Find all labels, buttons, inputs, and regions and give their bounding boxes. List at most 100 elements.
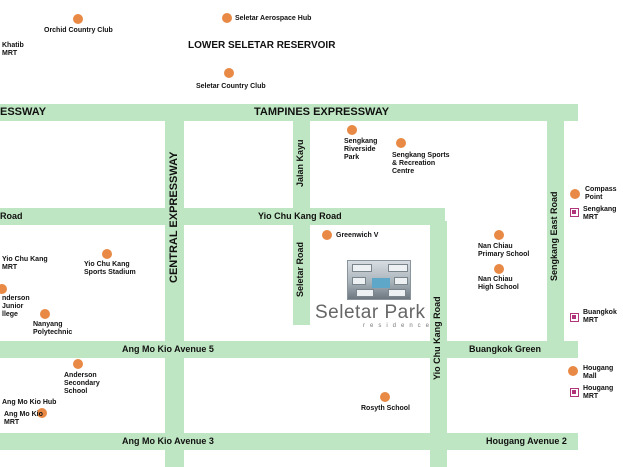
- road-label-hougang-2: Hougang Avenue 2: [486, 436, 567, 446]
- poi-label-nan-chiau-high-line2: High School: [478, 284, 519, 291]
- poi-label-hougang-mrt-line2: MRT: [583, 393, 599, 400]
- poi-label-anderson-jc-line1: nderson: [2, 295, 30, 302]
- poi-label-riverside: Sengkang Riverside Park: [344, 138, 377, 162]
- road-label-yck-left: Road: [0, 211, 23, 221]
- poi-label-anderson-sec-line3: School: [64, 388, 88, 395]
- poi-label-riverside-line2: Riverside: [344, 146, 376, 153]
- poi-label-hougang-mall-line1: Hougang: [583, 365, 614, 372]
- poi-label-hougang-mall: Hougang Mall: [583, 365, 613, 381]
- poi-label-compass-line2: Point: [585, 194, 603, 201]
- road-label-tpe-left: ESSWAY: [0, 106, 47, 118]
- poi-marker-rosyth: [380, 392, 390, 402]
- road-label-cte: CENTRAL EXPRESSWAY: [168, 151, 180, 283]
- poi-label-hougang-mrt: Hougang MRT: [583, 385, 613, 401]
- poi-label-seletar-cc: Seletar Country Club: [196, 83, 266, 90]
- poi-label-amk-hub: Ang Mo Kio Hub: [2, 399, 57, 406]
- poi-label-anderson-sec-line1: Anderson: [64, 372, 97, 379]
- poi-label-rosyth: Rosyth School: [361, 405, 411, 412]
- poi-label-yck-stadium-line1: Yio Chu Kang: [84, 261, 130, 268]
- poi-label-khatib: Khatib MRT: [2, 42, 24, 58]
- poi-label-anderson-jc-line3: llege: [2, 311, 18, 318]
- road-label-amk-3: Ang Mo Kio Avenue 3: [122, 436, 214, 446]
- yio-chu-kang-road-vertical: [430, 221, 447, 467]
- poi-marker-nan-chiau-high: [494, 264, 504, 274]
- poi-marker-anderson-jc: [0, 284, 7, 294]
- poi-label-sports-line1: Sengkang Sports: [392, 152, 450, 159]
- poi-label-sports-line2: & Recreation: [392, 160, 436, 167]
- poi-label-buangkok-mrt-line2: MRT: [583, 317, 599, 324]
- yio-chu-kang-road: [0, 208, 445, 225]
- mrt-icon-sengkang: [570, 208, 579, 217]
- mrt-icon-hougang: [570, 388, 579, 397]
- poi-label-sports-line3: Centre: [392, 168, 415, 175]
- project-subtitle: residence: [363, 323, 435, 329]
- road-label-yck: Yio Chu Kang Road: [258, 211, 342, 221]
- poi-label-yck-mrt-line1: Yio Chu Kang: [2, 256, 48, 263]
- poi-marker-compass: [570, 189, 580, 199]
- poi-label-nan-chiau-primary: Nan Chiau Primary School: [478, 243, 529, 259]
- poi-marker-seletar-cc: [224, 68, 234, 78]
- project-name: Seletar Park: [315, 302, 426, 323]
- road-label-jalan-kayu: Jalan Kayu: [295, 139, 305, 187]
- poi-label-anderson-sec-line2: Secondary: [64, 380, 100, 387]
- poi-label-compass-line1: Compass: [585, 186, 617, 193]
- road-label-tpe: TAMPINES EXPRESSWAY: [254, 106, 390, 118]
- poi-label-anderson-jc-line2: Junior: [2, 303, 24, 310]
- road-label-sengkang-east: Sengkang East Road: [549, 191, 559, 281]
- poi-label-yck-mrt: Yio Chu Kang MRT: [2, 256, 48, 272]
- poi-label-riverside-line1: Sengkang: [344, 138, 378, 145]
- poi-label-hougang-mrt-line1: Hougang: [583, 385, 614, 392]
- poi-label-compass: Compass Point: [585, 186, 617, 202]
- poi-label-buangkok-mrt-line1: Buangkok: [583, 309, 617, 316]
- poi-label-nanyang-line2: Polytechnic: [33, 329, 73, 336]
- poi-label-greenwich: Greenwich V: [336, 232, 379, 239]
- poi-marker-aerospace: [222, 13, 232, 23]
- poi-label-sports: Sengkang Sports & Recreation Centre: [392, 152, 450, 176]
- poi-label-nanyang: Nanyang Polytechnic: [33, 321, 72, 337]
- poi-label-orchid: Orchid Country Club: [44, 27, 113, 34]
- poi-label-nan-chiau-high: Nan Chiau High School: [478, 276, 519, 292]
- poi-label-amk-mrt-line2: MRT: [4, 419, 20, 426]
- poi-marker-yck-stadium: [102, 249, 112, 259]
- poi-label-nan-chiau-high-line1: Nan Chiau: [478, 276, 513, 283]
- poi-marker-nanyang: [40, 309, 50, 319]
- seletar-road: [293, 221, 310, 325]
- poi-label-buangkok-mrt: Buangkok MRT: [583, 309, 617, 325]
- central-expressway: [165, 104, 184, 467]
- poi-label-nan-chiau-primary-line2: Primary School: [478, 251, 530, 258]
- poi-label-amk-mrt: Ang Mo Kio MRT: [4, 411, 43, 427]
- poi-label-nanyang-line1: Nanyang: [33, 321, 63, 328]
- poi-label-khatib-line2: MRT: [2, 50, 18, 57]
- poi-label-riverside-line3: Park: [344, 154, 360, 161]
- poi-marker-hougang-mall: [568, 366, 578, 376]
- poi-label-sengkang-mrt-line1: Sengkang: [583, 206, 617, 213]
- poi-label-yck-stadium-line2: Sports Stadium: [84, 269, 136, 276]
- poi-label-amk-mrt-line1: Ang Mo Kio: [4, 411, 43, 418]
- poi-marker-riverside: [347, 125, 357, 135]
- jalan-kayu-road: [293, 104, 310, 221]
- project-site-image: [347, 260, 411, 300]
- poi-label-aerospace: Seletar Aerospace Hub: [235, 15, 312, 22]
- road-label-buangkok-green: Buangkok Green: [469, 344, 542, 354]
- road-label-seletar-road: Seletar Road: [295, 241, 305, 297]
- poi-marker-sports: [396, 138, 406, 148]
- poi-marker-anderson-sec: [73, 359, 83, 369]
- poi-label-yck-mrt-line2: MRT: [2, 264, 18, 271]
- poi-label-sengkang-mrt: Sengkang MRT: [583, 206, 616, 222]
- poi-label-anderson-jc: nderson Junior llege: [2, 295, 30, 319]
- project-marker: Seletar Park residence: [311, 260, 431, 329]
- sengkang-east-road: [547, 104, 564, 358]
- reservoir-label: LOWER SELETAR RESERVOIR: [188, 40, 336, 51]
- road-label-yck-vertical: Yio Chu Kang Road: [432, 296, 442, 380]
- mrt-icon-buangkok: [570, 313, 579, 322]
- poi-label-khatib-line1: Khatib: [2, 42, 24, 49]
- poi-label-yck-stadium: Yio Chu Kang Sports Stadium: [84, 261, 136, 277]
- tampines-expressway: [0, 104, 578, 121]
- poi-marker-amk-hub: [37, 408, 47, 418]
- poi-marker-greenwich: [322, 230, 332, 240]
- road-label-amk-5: Ang Mo Kio Avenue 5: [122, 344, 214, 354]
- poi-label-nan-chiau-primary-line1: Nan Chiau: [478, 243, 513, 250]
- poi-marker-orchid: [73, 14, 83, 24]
- poi-marker-nan-chiau-primary: [494, 230, 504, 240]
